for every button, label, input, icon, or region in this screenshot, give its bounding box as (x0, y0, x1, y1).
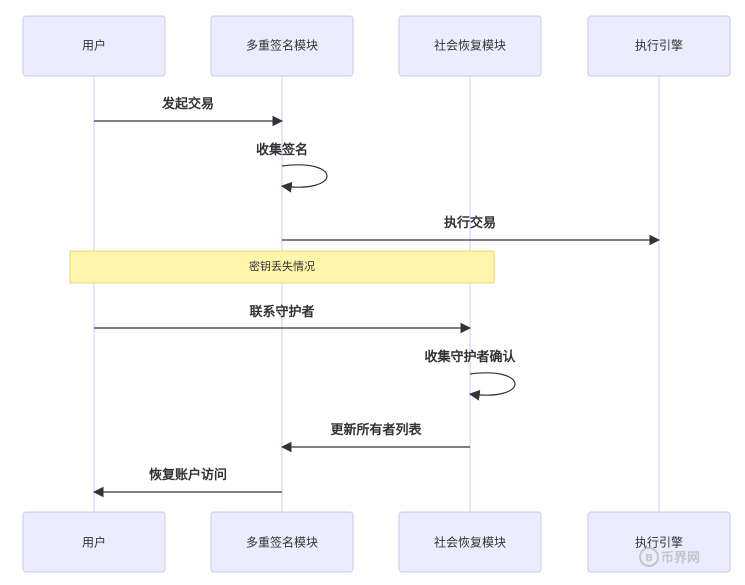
watermark-text: 币界网 (661, 550, 700, 566)
actor-label: 用户 (82, 38, 106, 53)
message-label: 发起交易 (161, 96, 214, 112)
actor-bottom-user: 用户 (22, 511, 166, 573)
actor-top-social-recovery: 社会恢复模块 (398, 15, 542, 77)
message-label: 收集守护者确认 (424, 349, 516, 365)
actor-bottom-execution-engine: 执行引擎 (587, 511, 731, 573)
note-key-lost: 密钥丢失情况 (69, 250, 495, 284)
actor-label: 执行引擎 (635, 38, 683, 53)
actor-top-user: 用户 (22, 15, 166, 77)
watermark-coin-glyph: B (645, 553, 653, 564)
actor-bottom-multisig: 多重签名模块 (210, 511, 354, 573)
actor-label: 用户 (82, 535, 106, 550)
actor-top-execution-engine: 执行引擎 (587, 15, 731, 77)
actor-top-multisig: 多重签名模块 (210, 15, 354, 77)
message-label: 更新所有者列表 (330, 422, 422, 438)
actor-label: 社会恢复模块 (434, 38, 506, 53)
self-message-arrow (280, 164, 328, 193)
message-label: 收集签名 (256, 142, 308, 158)
message-label: 恢复账户访问 (149, 467, 227, 483)
message-label: 执行交易 (444, 215, 496, 231)
actor-bottom-social-recovery: 社会恢复模块 (398, 511, 542, 573)
self-message-arrow (468, 372, 516, 401)
actor-label: 执行引擎 (635, 535, 683, 550)
actor-label: 多重签名模块 (246, 535, 318, 550)
actor-label: 社会恢复模块 (434, 535, 506, 550)
note-text: 密钥丢失情况 (249, 259, 315, 273)
watermark-logo: B 币界网 (639, 547, 700, 567)
actor-label: 多重签名模块 (246, 38, 318, 53)
watermark-coin-icon (639, 547, 659, 567)
message-label: 联系守护者 (249, 304, 314, 320)
